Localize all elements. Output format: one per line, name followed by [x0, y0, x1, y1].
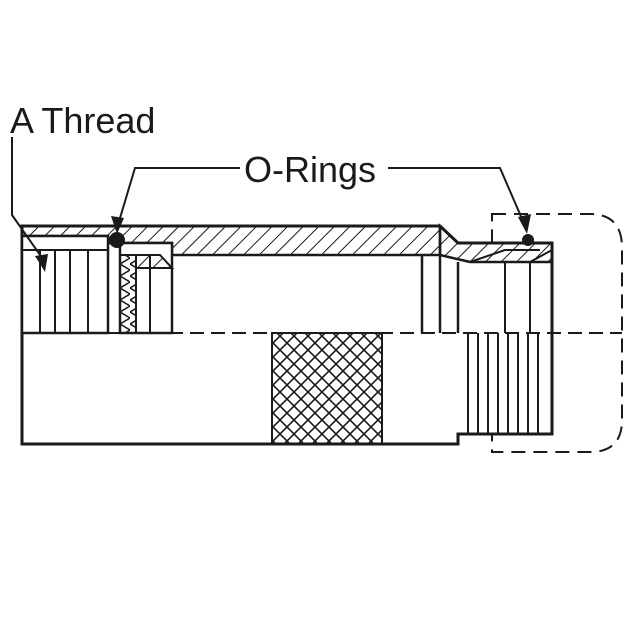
a-thread-label: A Thread [10, 100, 155, 141]
o-ring-groove-left [118, 241, 175, 335]
a-thread-region [20, 234, 110, 335]
o-ring-left [109, 232, 125, 248]
leader-lines [11, 137, 531, 272]
mating-part-outline [491, 213, 623, 453]
o-ring-right [522, 234, 534, 246]
knurled-grip [271, 332, 383, 445]
coupling-ring-ribs [467, 333, 539, 434]
o-rings-label: O-Rings [244, 149, 376, 190]
right-bore-lines [420, 249, 553, 333]
hatched-coupling-ring [438, 223, 554, 264]
